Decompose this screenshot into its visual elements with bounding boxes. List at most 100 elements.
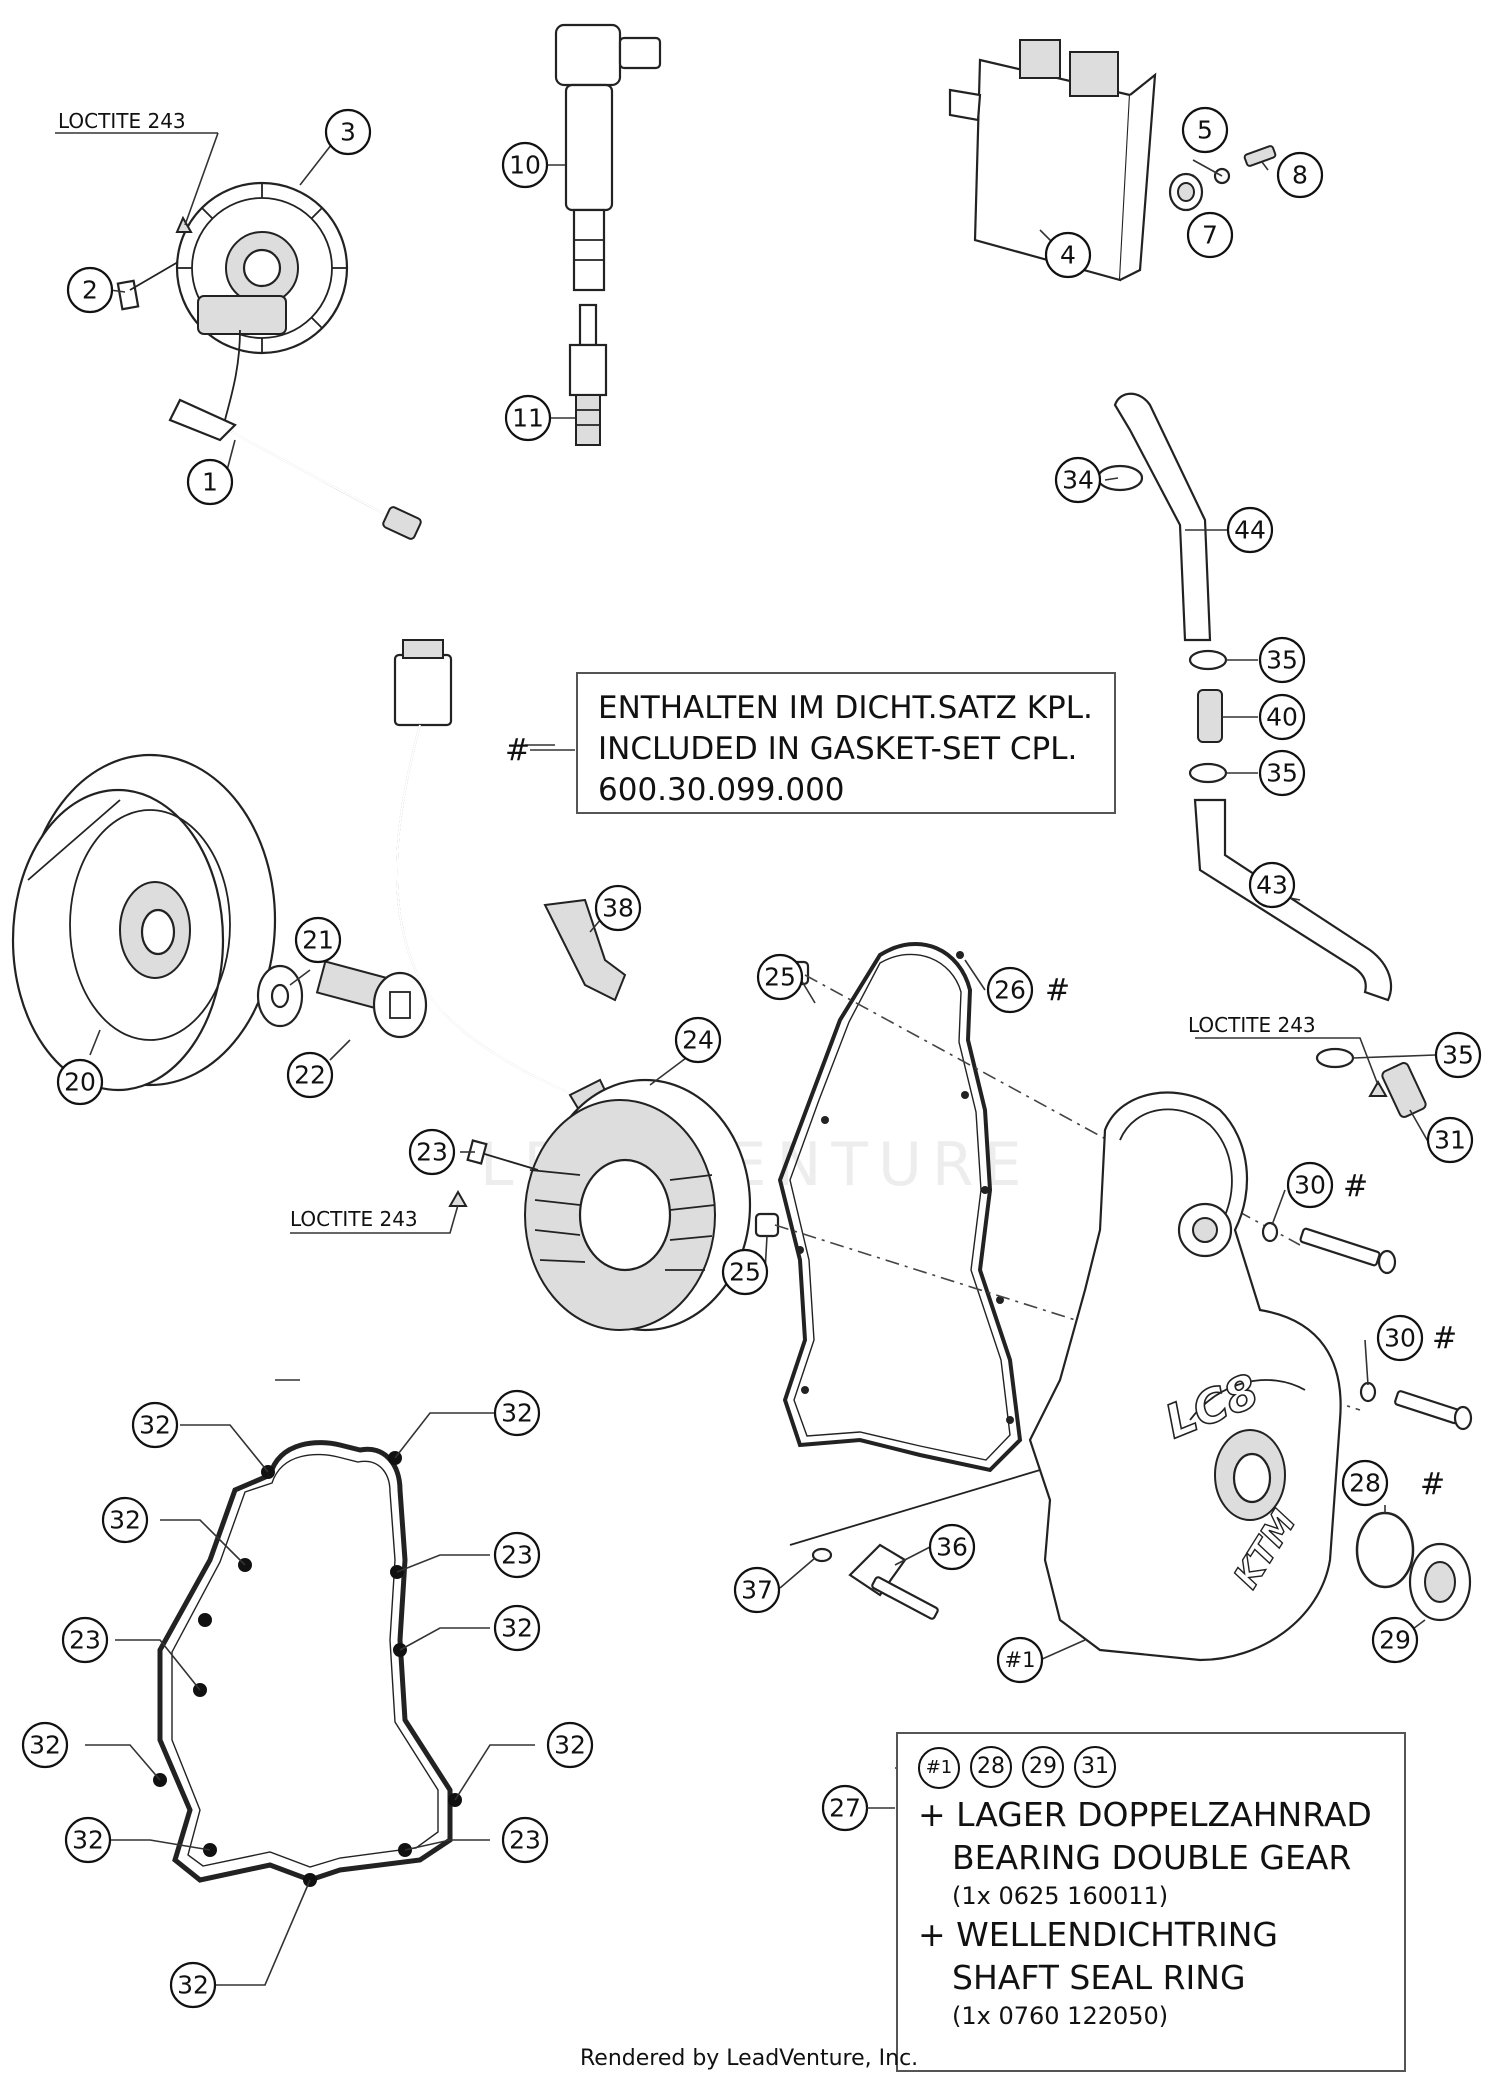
hash-30a: #	[1343, 1169, 1368, 1204]
note-line-en: INCLUDED IN GASKET-SET CPL.	[598, 731, 1078, 767]
stator-24	[524, 1078, 752, 1332]
svg-text:#1: #1	[1005, 1648, 1036, 1672]
svg-text:34: 34	[1062, 466, 1094, 495]
callout-8: 8	[1276, 151, 1324, 199]
breather-hose-44	[1113, 392, 1212, 642]
svg-text:27: 27	[829, 1794, 861, 1823]
ring-35c	[1315, 1047, 1355, 1069]
flywheel-rotor	[11, 753, 277, 1092]
loctite-drop-2	[448, 1189, 468, 1207]
gasket-26-holes	[796, 951, 1014, 1424]
callout-38: 38	[594, 884, 642, 932]
svg-text:35: 35	[1266, 646, 1298, 675]
callout-34: 34	[1054, 456, 1102, 504]
fitting-31	[1368, 1062, 1427, 1118]
callout-21: 21	[294, 916, 342, 964]
svg-text:23: 23	[416, 1138, 448, 1167]
svg-text:23: 23	[69, 1626, 101, 1655]
generator-cover: LC8 KTM	[1028, 1091, 1342, 1662]
washer-37	[811, 1547, 833, 1563]
svg-text:32: 32	[554, 1731, 586, 1760]
spark-plug	[568, 303, 608, 446]
svg-text:23: 23	[509, 1826, 541, 1855]
kit-item1-ref: (1x 0625 160011)	[952, 1882, 1169, 1910]
svg-text:1: 1	[202, 468, 218, 497]
callout-35b: 35	[1258, 749, 1306, 797]
kit-item1-de: + LAGER DOPPELZAHNRAD	[918, 1795, 1372, 1834]
callout-1: 1	[186, 458, 234, 506]
callout-29: 29	[1371, 1616, 1419, 1664]
svg-text:4: 4	[1060, 241, 1076, 270]
crankcase-gasket	[157, 1440, 453, 1883]
loctite-label-3: LOCTITE 243	[290, 1207, 418, 1231]
loctite-label-2: LOCTITE 243	[1188, 1013, 1316, 1037]
callout-7: 7	[1186, 211, 1234, 259]
cover-bolt-30a	[1261, 1221, 1397, 1275]
bolt-2	[116, 261, 179, 311]
svg-text:11: 11	[512, 404, 544, 433]
svg-text:21: 21	[302, 926, 334, 955]
callout-31: 31	[1426, 1116, 1474, 1164]
crankcase-gasket-holes	[153, 1451, 462, 1887]
stator-bolt-23	[466, 1139, 539, 1171]
callout-32e: 32	[21, 1721, 69, 1769]
hash-note: #	[505, 733, 530, 768]
note-line-partno: 600.30.099.000	[598, 772, 845, 808]
callout-3: 3	[324, 108, 372, 156]
svg-text:7: 7	[1202, 221, 1218, 250]
ignition-coil	[554, 23, 662, 292]
leader-lines	[55, 132, 1436, 1986]
check-valve-40	[1197, 689, 1223, 743]
callout-23d: 23	[501, 1816, 549, 1864]
svg-text:31: 31	[1434, 1126, 1466, 1155]
screw-8	[1243, 145, 1277, 167]
kit-part-1: #1	[918, 1747, 960, 1789]
svg-text:32: 32	[139, 1411, 171, 1440]
callout-30b: 30	[1376, 1314, 1424, 1362]
bracket-guide-line	[789, 1469, 1041, 1546]
cover-gasket-26	[777, 942, 1023, 1473]
callout-2: 2	[66, 266, 114, 314]
callout-32c: 32	[101, 1496, 149, 1544]
callout-23c: 23	[61, 1616, 109, 1664]
callout-24: 24	[674, 1016, 722, 1064]
callout-43: 43	[1248, 861, 1296, 909]
callout-32h: 32	[169, 1961, 217, 2009]
svg-text:32: 32	[29, 1731, 61, 1760]
svg-text:25: 25	[764, 963, 796, 992]
svg-text:29: 29	[1379, 1626, 1411, 1655]
svg-text:22: 22	[294, 1061, 326, 1090]
svg-text:23: 23	[501, 1541, 533, 1570]
callout-25b: 25	[721, 1248, 769, 1296]
callout-32g: 32	[64, 1816, 112, 1864]
ring-35a	[1188, 649, 1228, 671]
svg-text:36: 36	[936, 1533, 968, 1562]
callout-25a: 25	[756, 953, 804, 1001]
callout-4: 4	[1044, 231, 1092, 279]
loctite-drop-1	[175, 215, 193, 233]
svg-text:26: 26	[994, 976, 1026, 1005]
svg-text:32: 32	[501, 1399, 533, 1428]
svg-text:24: 24	[682, 1026, 714, 1055]
dowel-25b	[754, 1212, 780, 1238]
callout-32d: 32	[493, 1604, 541, 1652]
kit-part-3: 29	[1022, 1746, 1064, 1788]
callout-35c: 35	[1434, 1031, 1482, 1079]
svg-text:5: 5	[1197, 116, 1213, 145]
ecu-unit	[948, 39, 1157, 282]
hash-30b: #	[1432, 1321, 1457, 1356]
callout-28: 28	[1341, 1459, 1389, 1507]
hose-43	[1193, 798, 1393, 1002]
callout-hash1: #1	[996, 1636, 1044, 1684]
kit-part-4: 31	[1074, 1746, 1116, 1788]
callout-35a: 35	[1258, 636, 1306, 684]
callout-40: 40	[1258, 693, 1306, 741]
kit-item1-en: BEARING DOUBLE GEAR	[952, 1838, 1352, 1877]
bracket-36	[848, 1543, 939, 1620]
cover-bolt-30b	[1359, 1381, 1473, 1431]
svg-text:37: 37	[741, 1576, 773, 1605]
callout-11: 11	[504, 394, 552, 442]
